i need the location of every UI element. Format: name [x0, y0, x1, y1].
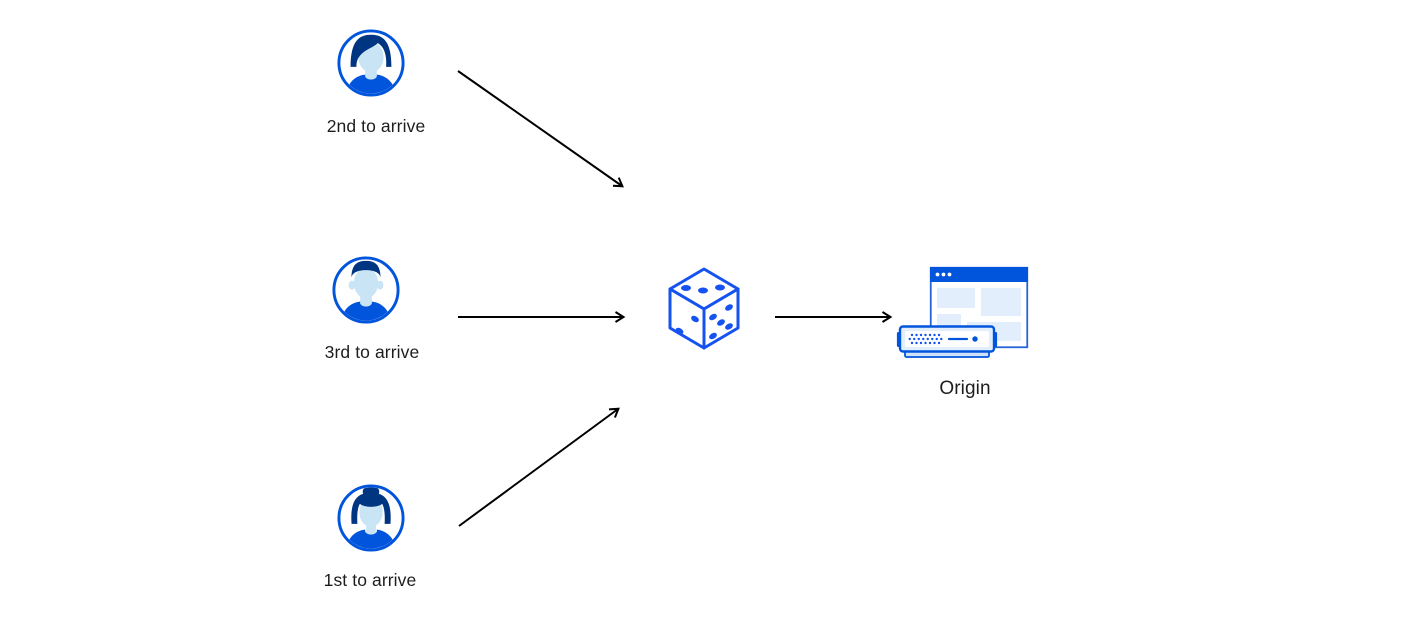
server-icon [896, 325, 998, 358]
avatar-face [353, 268, 379, 299]
dice-pips [675, 284, 733, 340]
client-label-2nd: 2nd to arrive [326, 116, 426, 136]
avatar-user-short-hair-icon [332, 256, 400, 324]
avatar-ear-right [376, 280, 384, 290]
client-label-3rd: 3rd to arrive [324, 342, 420, 362]
client-label-1st: 1st to arrive [323, 570, 417, 590]
avatar-user-bun-hair-icon [337, 484, 405, 552]
arrow-2nd-to-dice [457, 70, 624, 188]
avatar-user-swept-hair-icon [337, 29, 405, 97]
avatar-ear-left [348, 280, 356, 290]
server-dot-pattern [908, 333, 943, 345]
arrow-1st-to-dice [458, 407, 620, 527]
avatar-hair [350, 34, 392, 67]
origin-browser-and-server-icon [896, 266, 1029, 358]
dice-icon [668, 267, 740, 350]
server-indicator-dot [972, 336, 978, 342]
browser-title-bar [930, 267, 1028, 282]
origin-label: Origin [939, 378, 991, 399]
avatar-hair [351, 260, 381, 279]
avatar-hair [351, 492, 391, 524]
